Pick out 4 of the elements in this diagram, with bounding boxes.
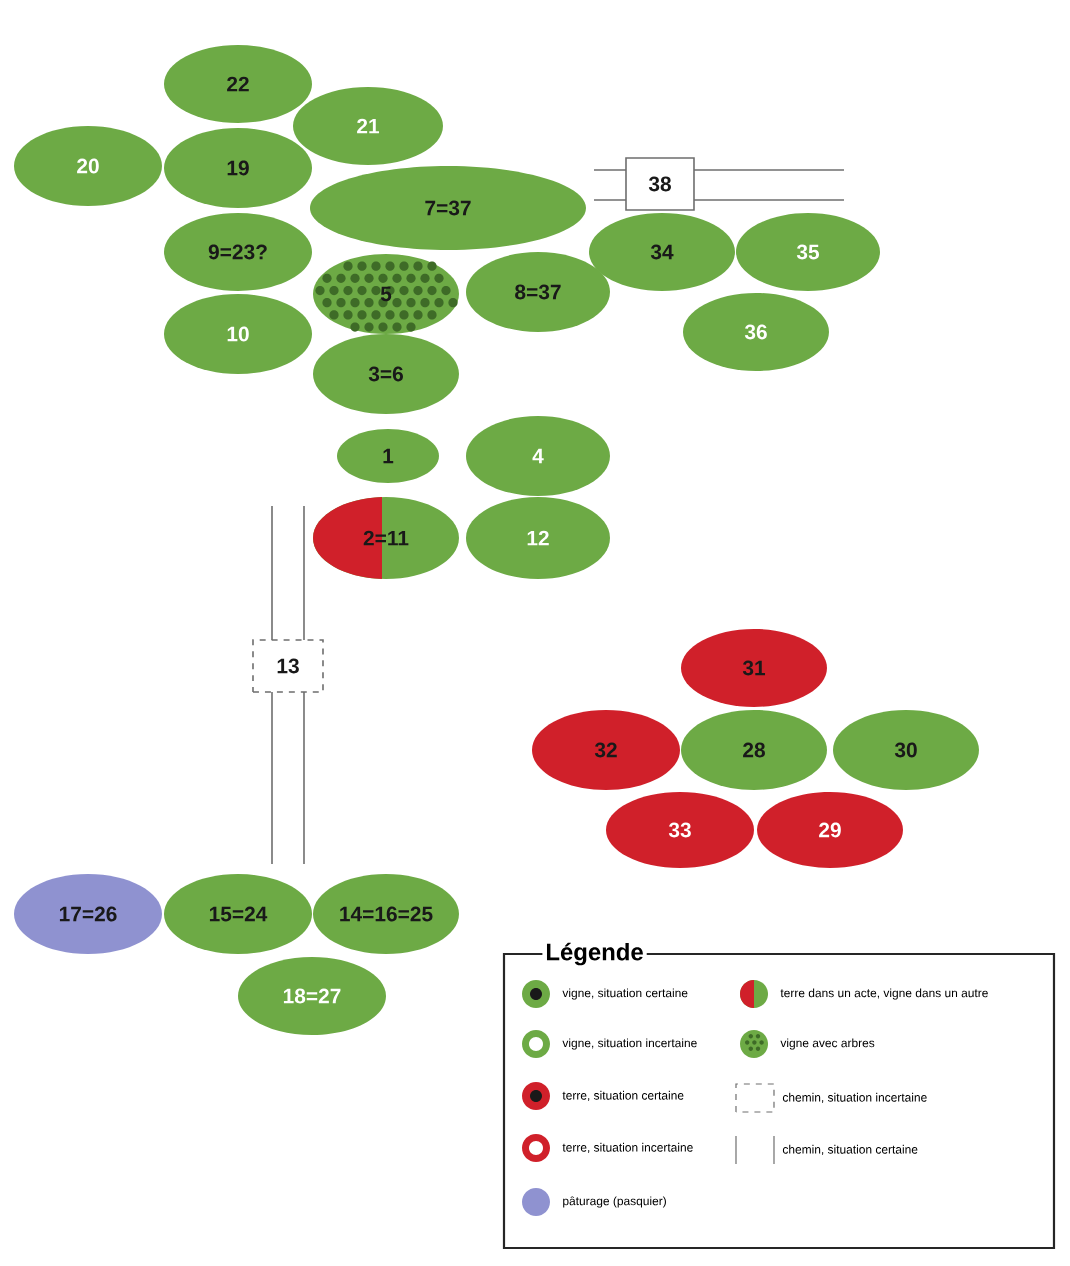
legend-title: Légende xyxy=(542,941,647,967)
dashed-label-box: 13 xyxy=(252,639,324,693)
node-label: 21 xyxy=(357,118,380,134)
label-box: 38 xyxy=(625,157,695,211)
